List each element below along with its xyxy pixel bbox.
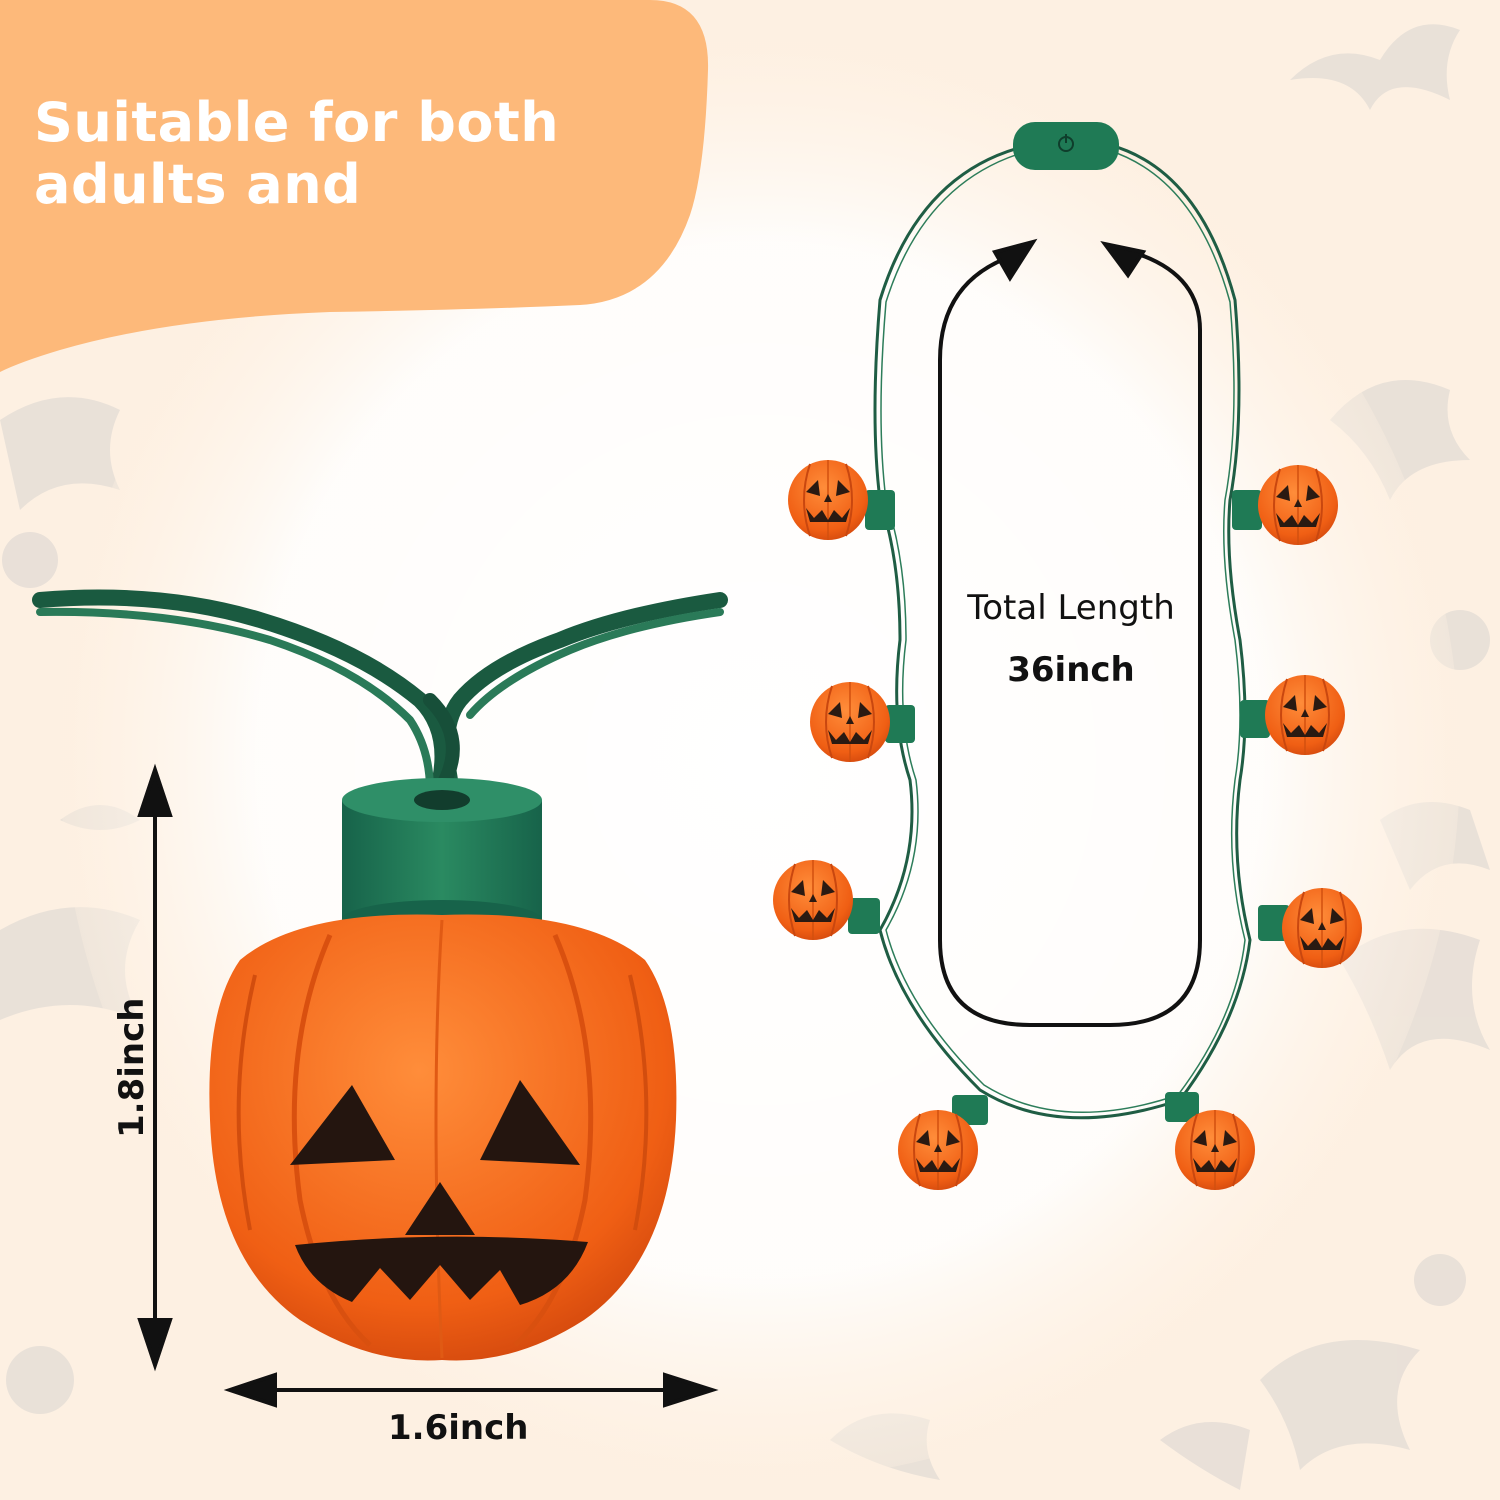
total-length-label: Total Length (967, 588, 1175, 628)
big-pumpkin-cap (342, 778, 542, 940)
necklace-pendants (772, 459, 1363, 1191)
headline: Suitable for both adults and (34, 91, 560, 216)
total-length-value: 36inch (1007, 650, 1135, 690)
width-dimension-arrow (223, 1372, 719, 1408)
width-dimension-label: 1.6inch (388, 1408, 529, 1448)
headline-blob (0, 0, 709, 372)
big-pumpkin-wire (32, 589, 728, 797)
height-dimension-arrow (137, 763, 173, 1372)
length-indicator (938, 238, 1202, 1027)
height-dimension-label: 1.8inch (112, 997, 152, 1138)
necklace-switch (1013, 122, 1119, 170)
big-pumpkin (209, 914, 677, 1361)
